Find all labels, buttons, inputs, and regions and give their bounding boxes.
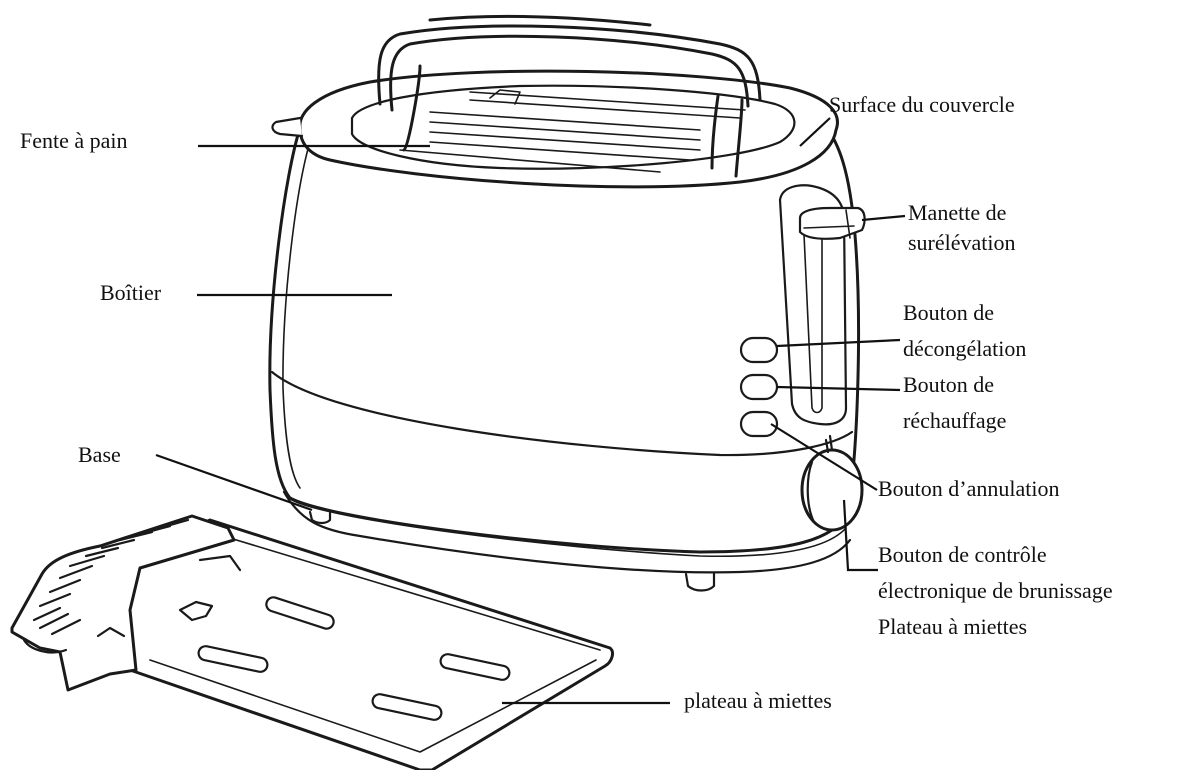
crumb-tray-grip-ribs: [22, 518, 190, 654]
leader-lid-surface: [799, 117, 831, 147]
slot-recess: [350, 84, 796, 170]
leader-browning: [842, 499, 878, 572]
crumb-tray-slots: [197, 596, 511, 721]
label-bread-slot: Fente à pain: [20, 128, 128, 153]
label-reheat-line2: réchauffage: [903, 408, 1006, 433]
labels: Fente à pain Surface du couvercle Manett…: [20, 92, 1113, 713]
leader-cancel: [770, 423, 878, 491]
label-lift-lever-line1: Manette de: [908, 200, 1006, 225]
bun-warmer-rack: [377, 14, 762, 178]
leader-lift-lever: [861, 214, 906, 222]
lid-side-tab: [271, 116, 304, 138]
label-base: Base: [78, 442, 121, 467]
lift-lever-knob-face: [803, 209, 855, 239]
label-cancel: Bouton d’annulation: [878, 476, 1059, 501]
toaster-illustration: [268, 14, 866, 592]
cancel-button[interactable]: [739, 410, 779, 438]
leader-defrost: [776, 338, 901, 348]
label-housing: Boîtier: [100, 280, 162, 305]
label-lid-surface: Surface du couvercle: [829, 92, 1015, 117]
label-crumb-tray: plateau à miettes: [684, 688, 832, 713]
crumb-tray-notch: [96, 554, 242, 638]
base-bottom-inner: [291, 499, 847, 558]
leader-base: [155, 453, 313, 512]
base-bottom: [282, 490, 852, 574]
label-browning-line3: Plateau à miettes: [878, 614, 1027, 639]
label-defrost-line2: décongélation: [903, 336, 1026, 361]
crumb-tray-illustration: [10, 514, 614, 772]
label-browning-line1: Bouton de contrôle: [878, 542, 1047, 567]
label-defrost-line1: Bouton de: [903, 300, 994, 325]
housing-inner-line: [282, 134, 313, 489]
lever-track-inner: [803, 233, 823, 414]
defrost-button[interactable]: [739, 336, 779, 364]
reheat-button[interactable]: [739, 373, 779, 401]
label-lift-lever-line2: surélévation: [908, 230, 1016, 255]
crumb-tray-handle[interactable]: [10, 514, 236, 692]
base-band-line: [270, 370, 854, 457]
base-foot-right: [684, 572, 716, 592]
lever-track: [778, 184, 848, 426]
label-browning-line2: électronique de brunissage: [878, 578, 1113, 603]
label-reheat-line1: Bouton de: [903, 372, 994, 397]
crumb-tray-plate-edge: [149, 531, 601, 753]
crumb-tray-tab: [178, 600, 214, 622]
browning-knob-stem: [824, 434, 834, 454]
slot-grille: [399, 89, 746, 173]
browning-knob-rim: [806, 460, 816, 524]
crumb-tray-plate: [128, 518, 614, 772]
leader-lines: [155, 117, 906, 705]
leader-reheat: [776, 385, 901, 392]
base-foot-left: [308, 510, 332, 525]
